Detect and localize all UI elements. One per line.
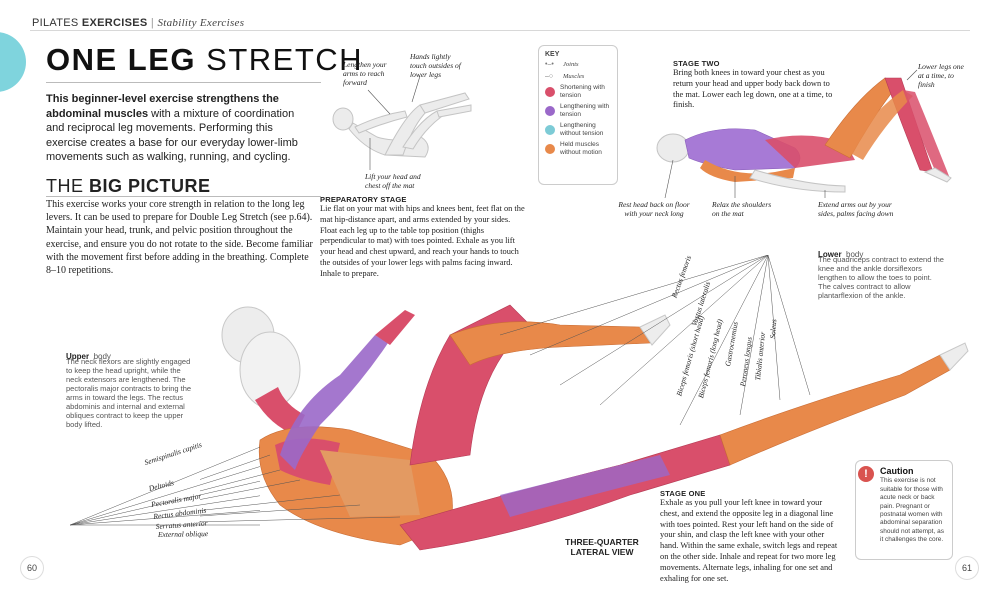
page-title: ONE LEG STRETCH bbox=[46, 42, 364, 77]
main-anatomy-figure bbox=[200, 255, 969, 551]
running-header: PILATES EXERCISES | Stability Exercises bbox=[32, 17, 244, 29]
swatch-icon bbox=[545, 105, 555, 116]
swatch-icon bbox=[545, 86, 555, 97]
stage-two-figure bbox=[656, 69, 952, 199]
header-chapter: EXERCISES bbox=[81, 17, 148, 29]
lower-body-text: The quadriceps contract to extend the kn… bbox=[818, 255, 944, 300]
swatch-icon bbox=[545, 124, 555, 135]
prep-leader-lines bbox=[367, 75, 421, 170]
muscle-label: External oblique bbox=[157, 529, 209, 539]
key-joints: •–•Joints bbox=[545, 61, 579, 68]
key-item: Lengthening without tension bbox=[545, 122, 611, 137]
warning-icon: ! bbox=[858, 466, 874, 482]
caution-box: Caution This exercise is not suitable fo… bbox=[855, 460, 953, 560]
stage-two-text: Bring both knees in toward your chest as… bbox=[673, 68, 833, 110]
muscle-label: Soleus bbox=[768, 318, 779, 339]
caption-reach: Lengthen your arms to reach forward bbox=[343, 60, 387, 87]
caption-relax-shoulders: Relax the shoulders on the mat bbox=[712, 200, 772, 218]
header-section: PILATES bbox=[32, 17, 79, 29]
preparatory-figure bbox=[332, 92, 472, 158]
title-rule bbox=[46, 82, 321, 83]
view-label: THREE-QUARTER LATERAL VIEW bbox=[565, 537, 639, 557]
page-number-left: 60 bbox=[20, 556, 44, 580]
stage-one-heading: STAGE ONE bbox=[660, 489, 706, 498]
upper-body-text: The neck flexors are slightly engaged to… bbox=[66, 357, 192, 429]
big-picture-heading: THE BIG PICTURE bbox=[46, 176, 211, 196]
muscle-icon: –○ bbox=[545, 72, 554, 80]
stage-two-heading: STAGE TWO bbox=[673, 59, 720, 68]
key-muscles: –○Muscles bbox=[545, 72, 585, 80]
key-item: Held muscles without motion bbox=[545, 141, 611, 156]
header-separator: | bbox=[150, 17, 155, 29]
caption-lower-legs: Lower legs one at a time, to finish bbox=[918, 62, 964, 89]
header-subtitle: Stability Exercises bbox=[157, 17, 245, 29]
key-item: Shortening with tension bbox=[545, 84, 611, 99]
stage-one-text: Exhale as you pull your left knee in tow… bbox=[660, 498, 838, 583]
caption-rest-head: Rest head back on floor with your neck l… bbox=[618, 200, 690, 218]
preparatory-heading: PREPARATORY STAGE bbox=[320, 195, 407, 204]
caption-hands: Hands lightly touch outsides of lower le… bbox=[410, 52, 461, 79]
swatch-icon bbox=[545, 143, 555, 154]
caption-extend-arms: Extend arms out by your sides, palms fac… bbox=[818, 200, 894, 218]
upper-body-heading: Upper body bbox=[66, 352, 111, 361]
caption-lift: Lift your head and chest off the mat bbox=[365, 172, 421, 190]
legend-key: KEY •–•Joints –○Muscles Shortening with … bbox=[538, 45, 618, 185]
joint-icon: •–• bbox=[545, 61, 554, 68]
preparatory-text: Lie flat on your mat with hips and knees… bbox=[320, 204, 525, 278]
big-picture-text: This exercise works your core strength i… bbox=[46, 199, 313, 277]
caution-text: This exercise is not suitable for those … bbox=[880, 477, 944, 544]
chapter-tab-marker bbox=[0, 32, 26, 92]
lower-body-heading: Lower body bbox=[818, 250, 864, 259]
upper-leader-lines bbox=[69, 446, 260, 526]
intro-paragraph: This beginner-level exercise strengthens… bbox=[46, 93, 298, 163]
header-rule bbox=[30, 30, 970, 31]
key-item: Lengthening with tension bbox=[545, 103, 611, 118]
big-picture-rule bbox=[46, 196, 321, 197]
page-number-right: 61 bbox=[955, 556, 979, 580]
